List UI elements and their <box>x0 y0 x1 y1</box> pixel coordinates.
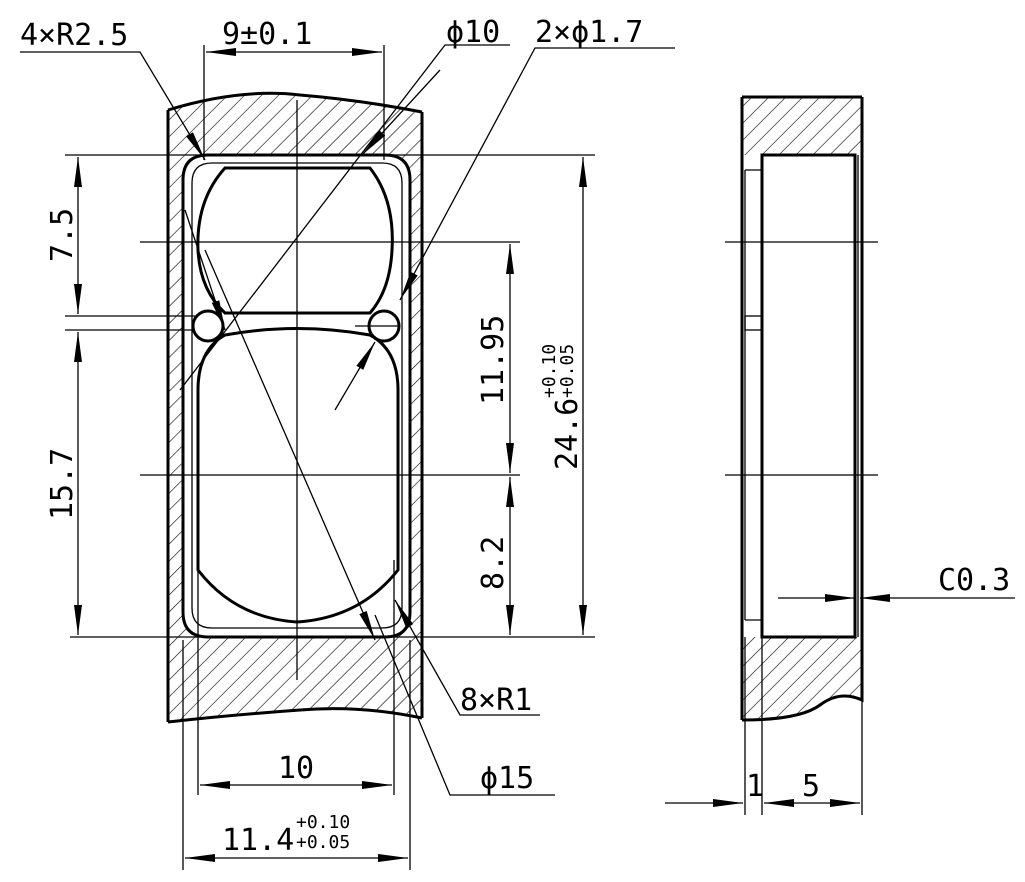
total-height-label: 24.6 <box>550 398 585 470</box>
chamfer-label: C0.3 <box>938 563 1010 598</box>
inner-width-label: 10 <box>278 751 314 786</box>
total-height-upper-tol: +0.10 <box>539 344 560 398</box>
total-height-lower-tol: +0.05 <box>557 344 578 398</box>
upper-height-label: 7.5 <box>45 208 80 262</box>
side-view: C0.3 1 5 <box>665 95 1015 815</box>
lip-thickness-label: 1 <box>746 769 764 804</box>
front-view: 4×R2.5 9±0.1 ϕ10 2×ϕ1.7 8×R1 ϕ15 7.5 15.… <box>20 15 675 870</box>
lower-height-label: 15.7 <box>45 448 80 520</box>
upper-diameter-callout: ϕ10 <box>446 15 500 50</box>
outer-width-label: 11.4 <box>222 823 294 858</box>
width-tolerance-label: 9±0.1 <box>222 17 312 52</box>
lower-offset-label: 8.2 <box>476 536 511 590</box>
hole-diameter-callout: 2×ϕ1.7 <box>535 15 643 50</box>
upper-lens <box>196 166 394 315</box>
outer-width-upper-tol: +0.10 <box>296 812 350 833</box>
lower-lens <box>196 327 400 624</box>
outer-width-lower-tol: +0.05 <box>296 832 350 853</box>
corner-radius-callout: 4×R2.5 <box>20 18 128 53</box>
depth-label: 5 <box>802 769 820 804</box>
fillet-radius-callout: 8×R1 <box>460 683 532 718</box>
center-spacing-label: 11.95 <box>476 315 511 405</box>
lower-diameter-callout: ϕ15 <box>480 761 534 796</box>
mounting-hole <box>191 309 225 343</box>
